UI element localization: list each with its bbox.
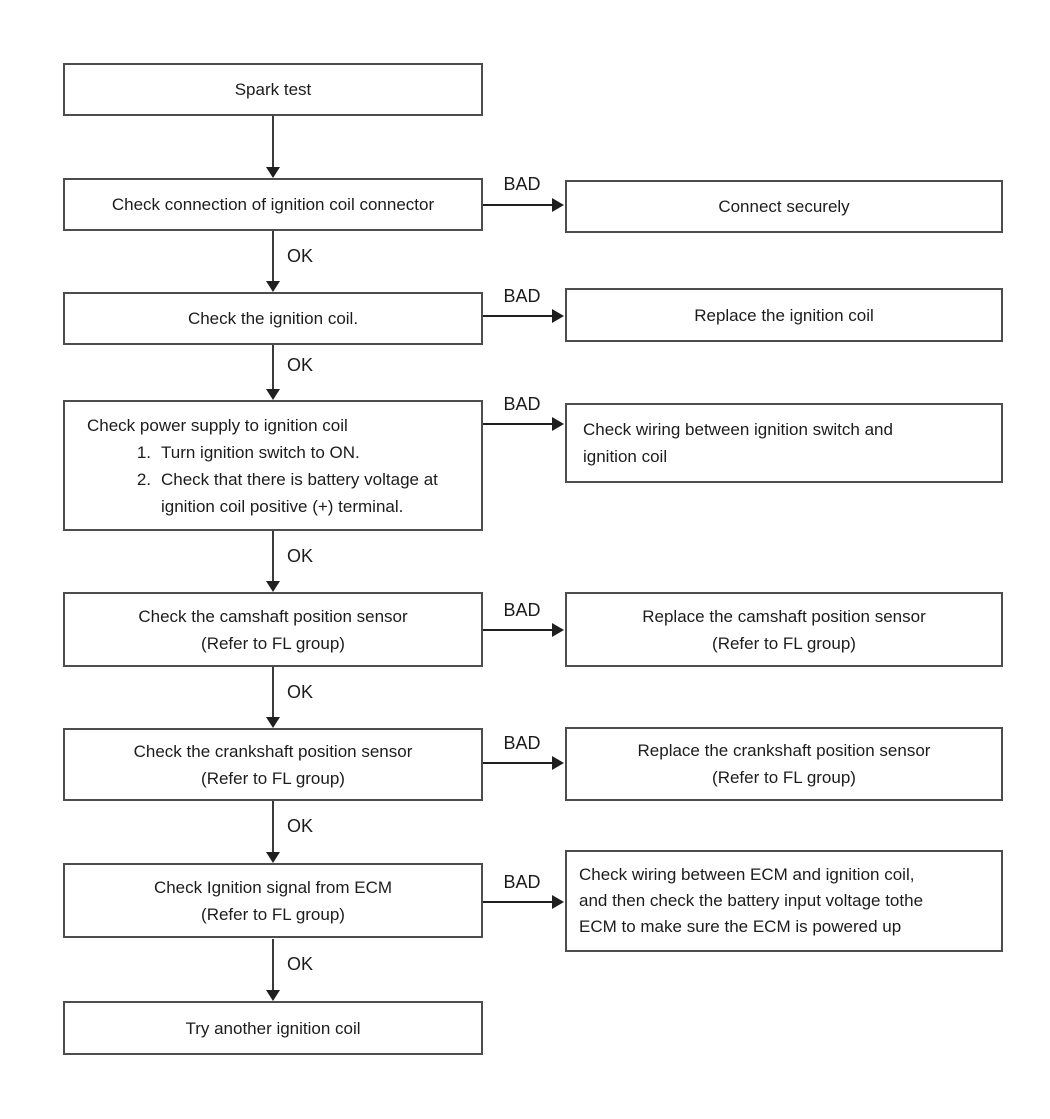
flow-node-label: Check Ignition signal from ECM: [153, 877, 393, 897]
step-text: Check that there is battery voltage at i…: [161, 469, 438, 516]
connector-line: [483, 762, 553, 764]
flow-node-check-connector: Check connection of ignition coil connec…: [63, 178, 483, 231]
arrow-right-icon: [552, 756, 564, 770]
arrow-right-icon: [552, 623, 564, 637]
connector-line: [272, 116, 274, 168]
flow-node-label: Check the ignition coil.: [187, 309, 359, 328]
arrow-right-icon: [552, 417, 564, 431]
flow-node-sublabel: (Refer to FL group): [201, 768, 345, 788]
connector-line: [483, 629, 553, 631]
flow-node-label: Check connection of ignition coil connec…: [111, 195, 435, 214]
connector-line: [483, 423, 553, 425]
ok-edge-label: OK: [287, 246, 314, 266]
flow-node-connect-securely: Connect securely: [565, 180, 1003, 233]
flow-node-label: Check the camshaft position sensor: [138, 606, 408, 626]
bad-edge-label: BAD: [503, 600, 541, 620]
ok-edge-label: OK: [287, 954, 314, 974]
flow-node-sublabel: (Refer to FL group): [712, 633, 856, 653]
connector-line: [272, 231, 274, 281]
flow-node-check-crankshaft-sensor: Check the crankshaft position sensor (Re…: [63, 728, 483, 801]
flow-node-label: Replace the crankshaft position sensor: [637, 741, 931, 760]
arrow-right-icon: [552, 309, 564, 323]
flow-node-replace-ignition-coil: Replace the ignition coil: [565, 288, 1003, 342]
arrow-down-icon: [266, 281, 280, 292]
step-text: Turn ignition switch to ON.: [161, 442, 360, 462]
flow-node-label: ignition coil: [583, 447, 668, 466]
flow-node-sublabel: (Refer to FL group): [201, 904, 345, 924]
flow-node-label: Connect securely: [718, 197, 850, 216]
arrow-down-icon: [266, 389, 280, 400]
bad-edge-label: BAD: [503, 286, 541, 306]
flow-node-check-power-supply: Check power supply to ignition coil 1. T…: [63, 400, 483, 531]
flow-node-check-wiring-switch: Check wiring between ignition switch and…: [565, 403, 1003, 483]
flow-node-replace-camshaft-sensor: Replace the camshaft position sensor (Re…: [565, 592, 1003, 667]
flow-node-label: Check power supply to ignition coil: [87, 415, 348, 435]
flow-node-check-ecm-signal: Check Ignition signal from ECM (Refer to…: [63, 863, 483, 938]
flow-node-try-another-coil: Try another ignition coil: [63, 1001, 483, 1055]
numbered-step: 2. Check that there is battery voltage a…: [129, 466, 438, 520]
bad-edge-label: BAD: [503, 733, 541, 753]
flow-node-label: Replace the ignition coil: [694, 305, 874, 325]
flow-node-sublabel: (Refer to FL group): [201, 633, 345, 653]
bad-edge-label: BAD: [503, 872, 541, 892]
flow-node-check-wiring-ecm: Check wiring between ECM and ignition co…: [565, 850, 1003, 952]
flow-node-label: Try another ignition coil: [185, 1018, 361, 1038]
bad-edge-label: BAD: [503, 394, 541, 414]
arrow-down-icon: [266, 852, 280, 863]
ok-edge-label: OK: [287, 816, 314, 836]
ok-edge-label: OK: [287, 682, 314, 702]
connector-line: [272, 939, 274, 990]
flow-node-label: Check the crankshaft position sensor: [133, 741, 413, 761]
flow-node-label: Spark test: [234, 80, 312, 99]
flow-node-label: and then check the battery input voltage…: [579, 891, 924, 910]
step-number: 1.: [136, 442, 151, 462]
arrow-down-icon: [266, 167, 280, 178]
flow-node-sublabel: (Refer to FL group): [712, 768, 856, 787]
connector-line: [483, 315, 553, 317]
flow-node-label: Replace the camshaft position sensor: [642, 606, 926, 626]
connector-line: [272, 667, 274, 717]
bad-edge-label: BAD: [503, 174, 541, 194]
arrow-down-icon: [266, 990, 280, 1001]
numbered-step: 1. Turn ignition switch to ON.: [129, 439, 360, 466]
connector-line: [272, 531, 274, 581]
connector-line: [272, 345, 274, 389]
ok-edge-label: OK: [287, 355, 314, 375]
connector-line: [483, 901, 553, 903]
arrow-right-icon: [552, 895, 564, 909]
step-number: 2.: [136, 469, 151, 489]
arrow-right-icon: [552, 198, 564, 212]
arrow-down-icon: [266, 717, 280, 728]
flow-node-check-ignition-coil: Check the ignition coil.: [63, 292, 483, 345]
flow-node-spark-test: Spark test: [63, 63, 483, 116]
ok-edge-label: OK: [287, 546, 314, 566]
arrow-down-icon: [266, 581, 280, 592]
flow-node-label: Check wiring between ignition switch and: [583, 420, 893, 439]
connector-line: [272, 801, 274, 852]
flow-node-check-camshaft-sensor: Check the camshaft position sensor (Refe…: [63, 592, 483, 667]
connector-line: [483, 204, 553, 206]
flow-node-label: ECM to make sure the ECM is powered up: [579, 917, 902, 936]
flow-node-replace-crankshaft-sensor: Replace the crankshaft position sensor (…: [565, 727, 1003, 801]
flow-node-label: Check wiring between ECM and ignition co…: [579, 865, 915, 884]
